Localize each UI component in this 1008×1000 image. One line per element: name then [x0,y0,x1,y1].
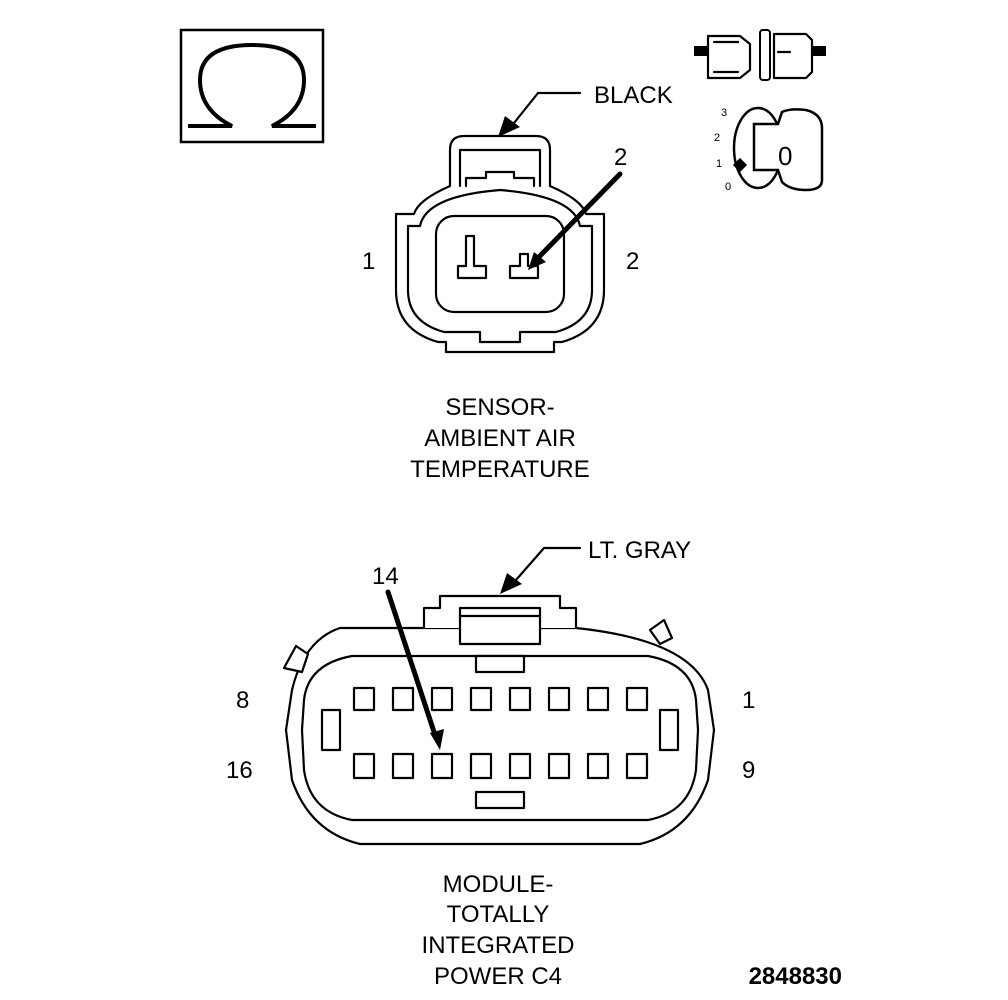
ignition-position-2: 2 [714,132,720,144]
sensor-connector-color-label: BLACK [594,82,673,109]
module-connector: LT. GRAY 14 8 1 16 9 [226,537,755,846]
sensor-title-line-3: TEMPERATURE [410,456,590,483]
sensor-callout-pin-number: 2 [614,144,627,171]
module-pin-9 [625,752,649,780]
module-label-bottom-right: 9 [742,757,755,784]
module-pin-14 [430,752,454,780]
module-pin-7 [391,686,415,712]
module-pin-15 [391,752,415,780]
ignition-position-3: 3 [721,107,727,119]
sensor-title-line-2: AMBIENT AIR [424,425,576,452]
module-pin-row-bottom [352,752,649,780]
module-callout-pin-number: 14 [372,563,399,590]
sensor-title-line-1: SENSOR- [445,394,554,421]
ohm-symbol-icon [179,28,325,144]
sensor-connector: BLACK 2 1 2 [362,82,673,354]
module-pin-1 [625,686,649,712]
sensor-connector-title: SENSOR- AMBIENT AIR TEMPERATURE [410,394,590,483]
module-connector-color-label: LT. GRAY [588,537,691,564]
sensor-pin-label-left: 1 [362,248,375,275]
module-title-line-2: TOTALLY [447,901,550,928]
module-pin-3 [547,686,571,712]
module-pin-10 [586,752,610,780]
sensor-pin-label-right: 2 [626,248,639,275]
disconnected-connector-icon [694,29,826,81]
module-title-line-1: MODULE- [443,871,554,898]
module-label-top-right: 1 [742,687,755,714]
ignition-position-0: 0 [725,181,731,193]
module-pin-16 [352,752,376,780]
module-pin-row-top [352,686,649,712]
module-title-line-3: INTEGRATED [422,932,575,959]
module-pin-8 [352,686,376,712]
module-pin-2 [586,686,610,712]
module-pin-6 [430,686,454,712]
module-label-bottom-left: 16 [226,757,253,784]
ignition-position-1: 1 [716,158,722,170]
module-pin-13 [469,752,493,780]
module-label-top-left: 8 [236,687,249,714]
module-title-line-4: POWER C4 [434,963,562,990]
ignition-key-off-icon: 3 2 1 0 0 [714,106,824,193]
figure-number: 2848830 [749,963,842,990]
module-pin-5 [469,686,493,712]
module-pin-4 [508,686,532,712]
module-connector-title: MODULE- TOTALLY INTEGRATED POWER C4 [422,871,575,990]
module-pin-12 [508,752,532,780]
module-pin-11 [547,752,571,780]
ignition-key-position-label: 0 [778,141,792,171]
